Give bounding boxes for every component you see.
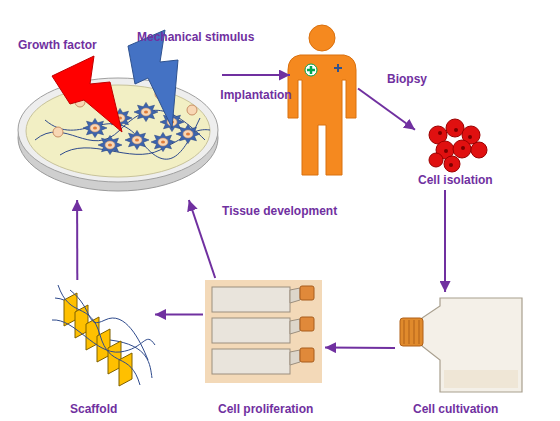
node-label: Biopsy [387,72,427,86]
red-cell [471,142,487,158]
red-cell [453,140,471,158]
cell [83,118,107,137]
mechanical-stimulus-bolt [128,30,178,128]
fiber [58,285,140,385]
cell-isolation-node: Cell isolation [415,120,505,190]
flask-body [212,318,290,343]
flask-medium [444,370,518,388]
flask-neck [290,350,300,365]
process-arrow [222,74,290,76]
red-cell [446,119,464,137]
cell-proliferation-node: Cell proliferation [203,278,325,418]
nucleus [444,149,448,153]
cell [176,124,200,143]
red-cell [444,156,460,172]
dish-rim [18,78,218,182]
scaffold-tile [119,353,132,386]
cell [125,130,149,149]
fiber [52,320,155,352]
process-arrow [444,190,446,292]
petri-dish [18,78,218,191]
flask-neck [290,319,300,334]
cell [98,135,122,154]
edge-label: Implantation [220,88,291,102]
nucleus [461,146,465,150]
cell-cultivation-node: Cell cultivation [395,292,525,418]
growth-factor-bolt [52,56,122,132]
scaffold-node: Scaffold [50,280,155,418]
fiber [70,290,148,360]
process-arrow [76,200,78,280]
nucleus [449,163,453,167]
flask-cap [300,317,314,331]
node-label: Scaffold [70,402,117,416]
petri-dish-node: Growth factorMechanical stimulus [15,28,222,200]
photo-background [205,280,322,383]
patient-figure [288,25,356,175]
cell [151,132,175,151]
green-cross [307,66,315,74]
cell [53,127,63,137]
culture-flask [400,298,522,392]
flask-cap [300,348,314,362]
node-label: Cell cultivation [413,402,498,416]
node-label: Cell proliferation [218,402,313,416]
dish-wall [18,85,218,191]
flask-body [212,287,290,312]
node-label: Cell isolation [418,173,493,187]
blue-cross [334,64,342,72]
flask-body [422,298,522,392]
flask-cap [400,318,423,346]
patient-node: Biopsy [290,25,358,180]
scaffold [52,285,155,386]
proliferation-flasks [205,280,322,383]
nucleus [438,131,442,135]
isolated-cells [429,119,487,172]
cell [187,105,197,115]
flask-neck [290,288,300,303]
process-arrow [325,347,395,349]
node-label: Growth factor [18,38,97,52]
process-arrow [358,89,415,130]
edge-label: Tissue development [222,204,337,218]
flask-cap [300,286,314,300]
head [309,25,335,51]
biopsy-site [305,64,317,76]
nucleus [468,135,472,139]
process-arrow [155,313,203,315]
node-label: Mechanical stimulus [137,30,254,44]
cell [134,102,158,121]
process-arrow [189,200,215,278]
flask-body [212,349,290,374]
nucleus [454,128,458,132]
cap-ridges [404,320,419,344]
dish-medium [26,85,210,177]
red-cell [429,153,443,167]
body [288,55,356,175]
